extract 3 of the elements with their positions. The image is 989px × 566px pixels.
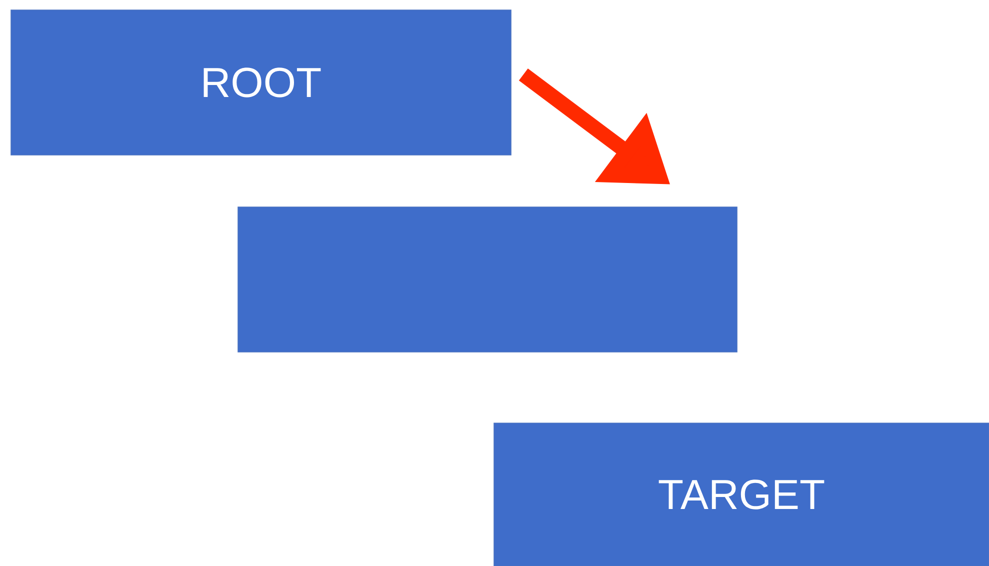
- label-box: TARGET: [494, 422, 989, 566]
- label-box: ROOT: [10, 10, 512, 156]
- empty-box: [238, 206, 738, 352]
